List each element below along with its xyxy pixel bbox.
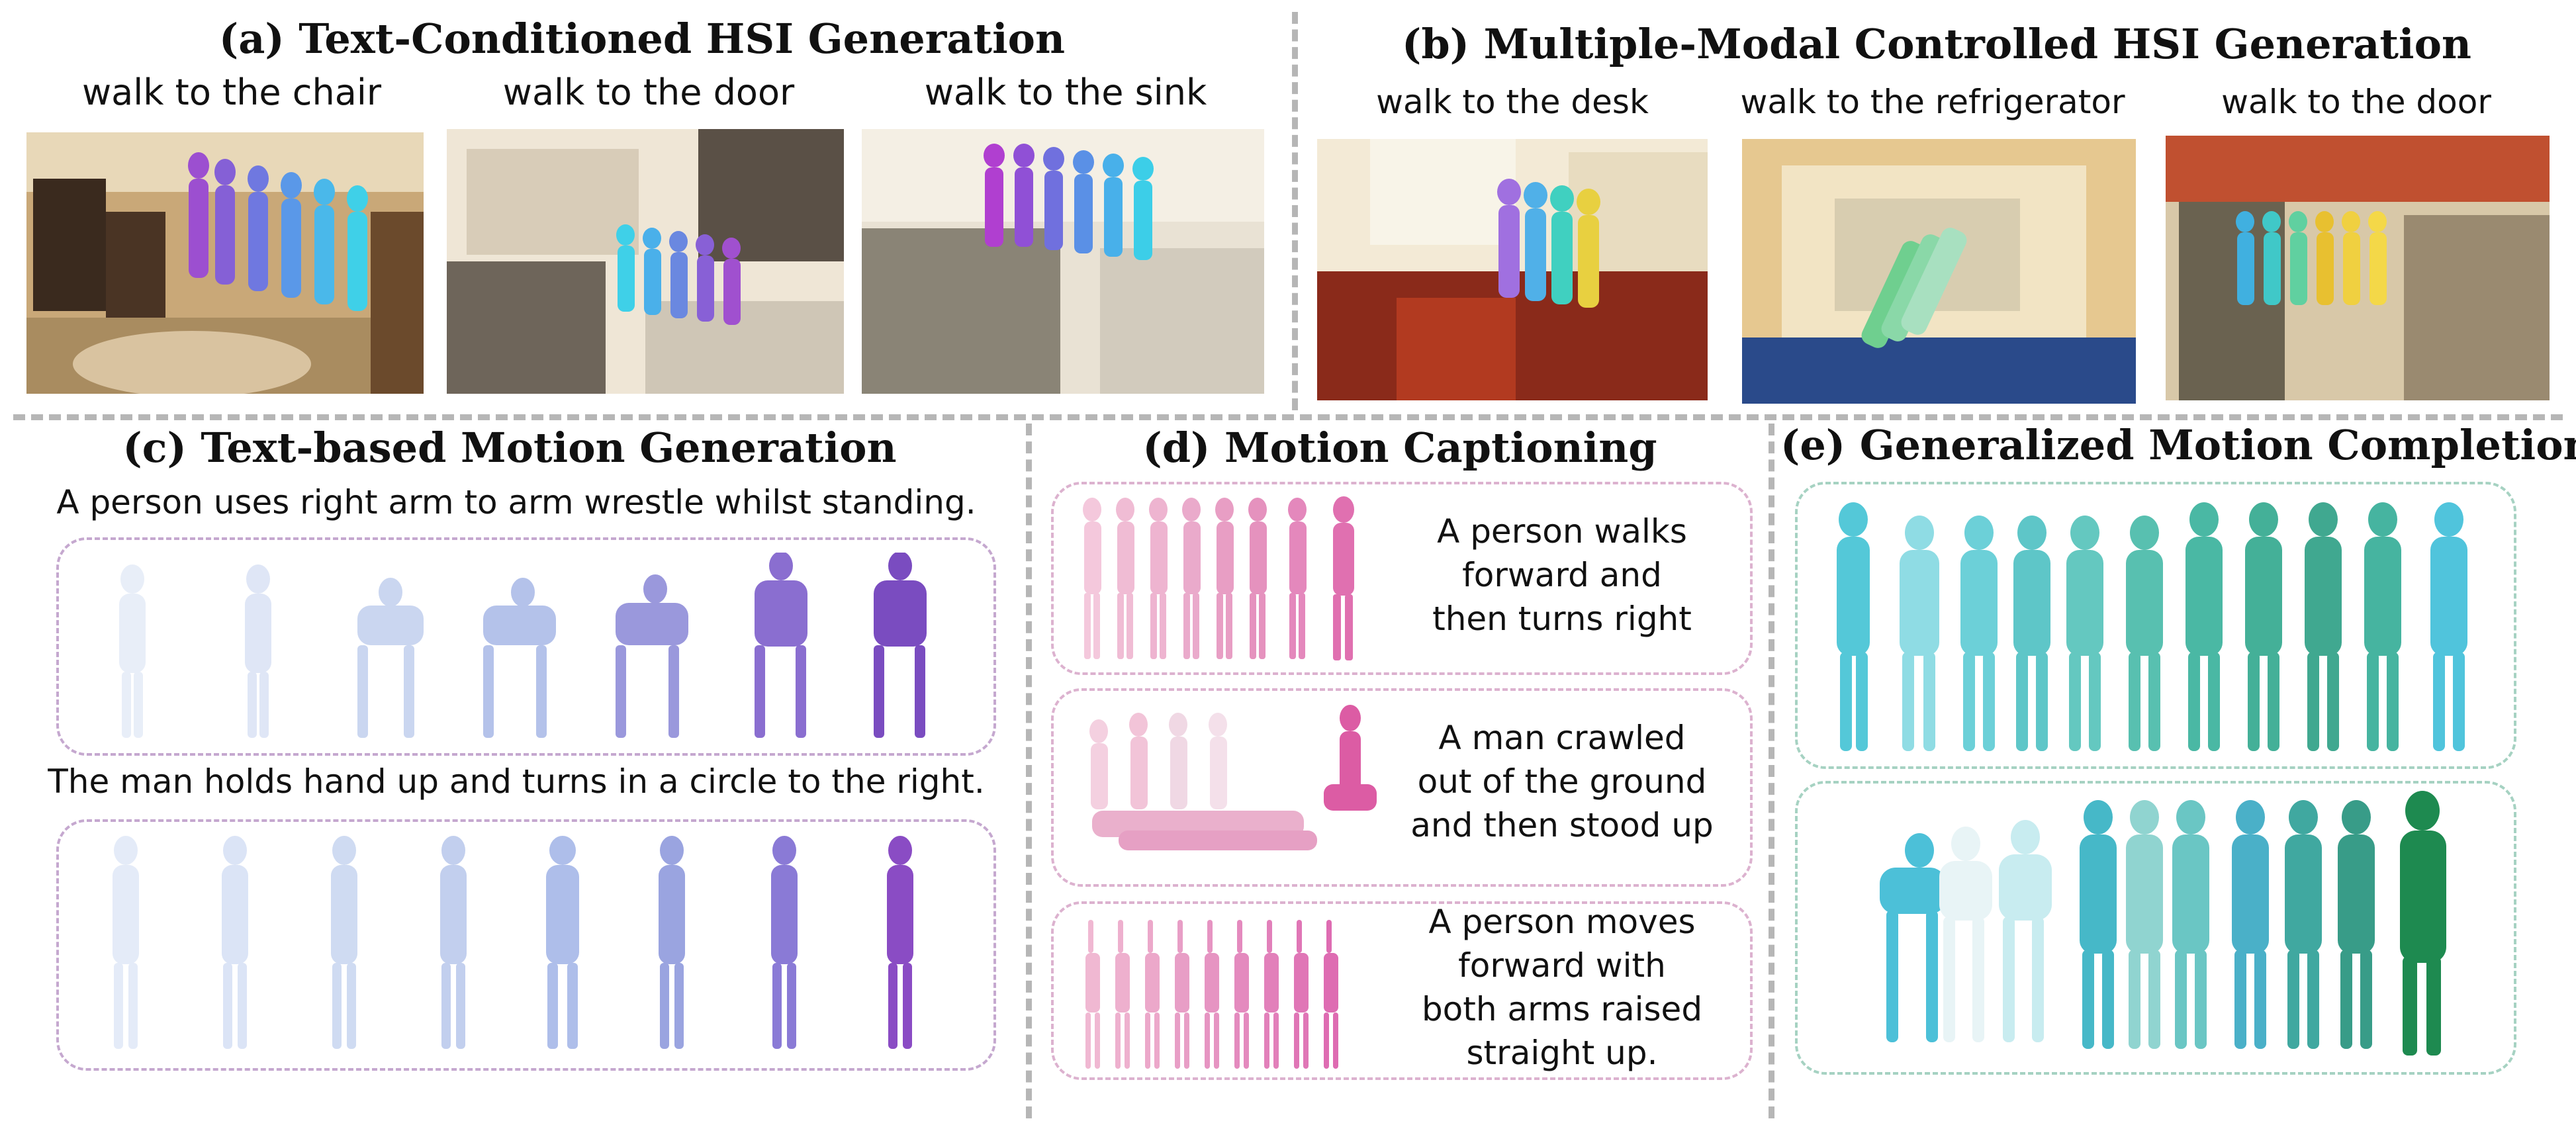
panel-b-title: (b) Multiple-Modal Controlled HSI Genera… xyxy=(1401,20,2472,68)
panel-a-caption-2: walk to the door xyxy=(502,71,795,113)
scene-image-sink xyxy=(862,129,1264,394)
human-figure-trail xyxy=(984,144,1154,260)
scene-image-door-b xyxy=(2166,136,2550,400)
motion-figures-row-1 xyxy=(73,553,980,744)
panel-c-prompt-1: A person uses right arm to arm wrestle w… xyxy=(56,483,976,521)
panel-b-caption-1: walk to the desk xyxy=(1376,83,1649,121)
separator-bottom-right xyxy=(1769,424,1774,1118)
caption-box-1 xyxy=(1051,482,1753,675)
caption-3-line-4: straight up. xyxy=(1466,1034,1658,1072)
separator-bottom-left xyxy=(1026,424,1032,1118)
separator-horizontal xyxy=(13,414,2563,420)
human-figure-trail xyxy=(188,152,368,311)
caption-3-line-3: both arms raised xyxy=(1421,990,1703,1028)
scene-image-chair xyxy=(26,132,424,394)
panel-c-title: (c) Text-based Motion Generation xyxy=(122,424,897,472)
caption-text-2: A man crawled out of the ground and then… xyxy=(1383,716,1741,847)
pink-motion-figures-1 xyxy=(1066,490,1410,668)
human-figure-trail xyxy=(1861,228,1967,348)
motion-sequence-box-2 xyxy=(56,819,996,1071)
caption-3-line-1: A person moves xyxy=(1428,903,1696,941)
scene-image-door xyxy=(447,129,844,394)
caption-2-line-3: and then stood up xyxy=(1410,806,1714,844)
scene-image-desk xyxy=(1317,139,1708,400)
pink-motion-figures-2 xyxy=(1066,698,1410,877)
motion-figures-row-2 xyxy=(73,831,980,1056)
caption-box-2 xyxy=(1051,688,1753,887)
caption-1-line-1: A person walks xyxy=(1437,512,1687,551)
pink-motion-figures-3 xyxy=(1066,907,1410,1075)
panel-d-title: (d) Motion Captioning xyxy=(1142,424,1657,472)
panel-c-prompt-2: The man holds hand up and turns in a cir… xyxy=(48,762,985,801)
completion-box-1 xyxy=(1795,482,2516,769)
motion-sequence-box-1 xyxy=(56,537,996,756)
scene-image-refrigerator xyxy=(1742,139,2136,404)
caption-2-line-1: A man crawled xyxy=(1438,719,1686,757)
panel-a-caption-1: walk to the chair xyxy=(81,71,382,113)
panel-e-title: (e) Generalized Motion Completion xyxy=(1780,421,2576,469)
caption-box-3 xyxy=(1051,901,1753,1080)
panel-b-caption-2: walk to the refrigerator xyxy=(1740,83,2125,121)
panel-b-caption-3: walk to the door xyxy=(2221,83,2491,121)
human-figure-trail xyxy=(616,224,741,325)
teal-motion-figures-1 xyxy=(1814,493,2502,758)
caption-2-line-2: out of the ground xyxy=(1417,762,1707,801)
caption-3-line-2: forward with xyxy=(1458,946,1666,985)
caption-1-line-3: then turns right xyxy=(1432,600,1692,638)
separator-top-vertical xyxy=(1292,12,1298,410)
human-figure-trail xyxy=(1497,179,1600,308)
human-figure-trail xyxy=(2236,211,2387,305)
panel-a-title: (a) Text-Conditioned HSI Generation xyxy=(218,15,1066,63)
completion-box-2 xyxy=(1795,781,2516,1075)
teal-motion-figures-2 xyxy=(1814,791,2502,1065)
panel-a-caption-3: walk to the sink xyxy=(924,71,1207,113)
caption-text-1: A person walks forward and then turns ri… xyxy=(1383,510,1741,641)
caption-text-3: A person moves forward with both arms ra… xyxy=(1383,900,1741,1075)
caption-1-line-2: forward and xyxy=(1462,556,1662,594)
